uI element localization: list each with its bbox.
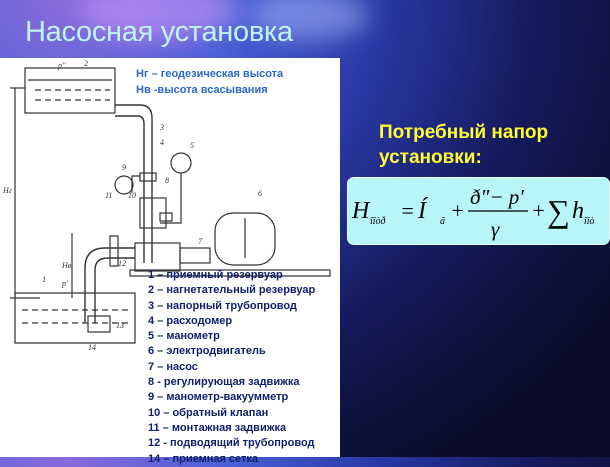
label-3: 3: [159, 123, 164, 132]
slide-title: Насосная установка: [25, 16, 293, 48]
symbol-hv: Hв -высота всасывания: [136, 84, 268, 96]
label-1: 1: [42, 275, 46, 284]
formula-plus: +: [531, 198, 546, 223]
pump: [134, 242, 181, 272]
component-legend: 1 – приемный резервуар 2 – нагнетательны…: [148, 268, 315, 467]
required-head-formula: H îîòð = Í ã + ð"− p' γ + ∑ h îîò: [351, 185, 595, 241]
legend-item: 4 – расходомер: [148, 314, 233, 327]
legend-item: 7 – насос: [148, 360, 198, 373]
pump-installation-diagram: p'' 2 3 4 5 6 7 8 9 10 11 12 1 p' 13 14 …: [2, 59, 331, 352]
label-2: 2: [84, 59, 88, 68]
label-6: 6: [258, 189, 262, 198]
vacuum-gauge: [114, 175, 134, 195]
legend-item: 3 – напорный трубопровод: [148, 299, 297, 312]
legend-item: 5 – манометр: [148, 330, 220, 343]
label-p1: p': [61, 279, 68, 288]
required-head-heading: Потребный напор установки:: [379, 120, 548, 170]
label-hv: Hв: [61, 261, 72, 270]
formula-h-sub: îîò: [584, 216, 595, 227]
heading-line: Потребный напор: [379, 122, 549, 143]
label-10: 10: [128, 191, 136, 200]
label-8: 8: [165, 176, 169, 185]
formula-term1-sub: ã: [440, 216, 445, 227]
symbol-hg: Hг – геодезическая высота: [136, 68, 284, 80]
formula-sum: ∑: [547, 193, 570, 229]
formula-h: h: [572, 198, 584, 224]
formula-term1: Í: [417, 198, 429, 224]
label-11: 11: [105, 191, 112, 200]
label-hg: Hг: [2, 186, 12, 195]
upper-tank: [24, 67, 116, 114]
legend-item: 10 – обратный клапан: [148, 406, 269, 419]
label-14: 14: [88, 343, 96, 352]
symbol-definitions: Hг – геодезическая высота Hв -высота вса…: [136, 66, 283, 98]
legend-item: 1 – приемный резервуар: [148, 269, 283, 281]
label-12: 12: [118, 259, 126, 268]
formula-denominator: γ: [491, 217, 500, 241]
formula-numerator: ð"− p': [470, 185, 524, 209]
lower-tank: [14, 292, 136, 344]
legend-item: 12 - подводящий трубопровод: [148, 437, 315, 450]
legend-item: 8 - регулирующая задвижка: [148, 376, 300, 389]
label-9: 9: [122, 163, 126, 172]
manometer: [170, 152, 192, 174]
label-13: 13: [116, 321, 124, 330]
legend-item: 9 – манометр-вакуумметр: [148, 391, 289, 404]
diagram-panel: p'' 2 3 4 5 6 7 8 9 10 11 12 1 p' 13 14 …: [0, 58, 340, 465]
formula-plus: +: [450, 198, 465, 223]
legend-item: 6 – электродвигатель: [148, 345, 266, 358]
legend-item: 2 – нагнетательный резервуар: [148, 284, 316, 297]
formula-lhs: H: [351, 198, 371, 224]
legend-item: 11 – монтажная задвижка: [148, 421, 287, 434]
formula-lhs-sub: îîòð: [370, 216, 386, 227]
label-5: 5: [190, 141, 194, 150]
formula-box: H îîòð = Í ã + ð"− p' γ + ∑ h îîò: [347, 177, 610, 245]
label-p2: p'': [57, 61, 66, 70]
legend-item: 14 – приемная сетка: [148, 452, 259, 465]
motor: [214, 212, 276, 266]
label-7: 7: [198, 237, 203, 246]
heading-line: установки:: [379, 147, 482, 168]
formula-eq: =: [400, 198, 415, 223]
label-4: 4: [160, 138, 164, 147]
